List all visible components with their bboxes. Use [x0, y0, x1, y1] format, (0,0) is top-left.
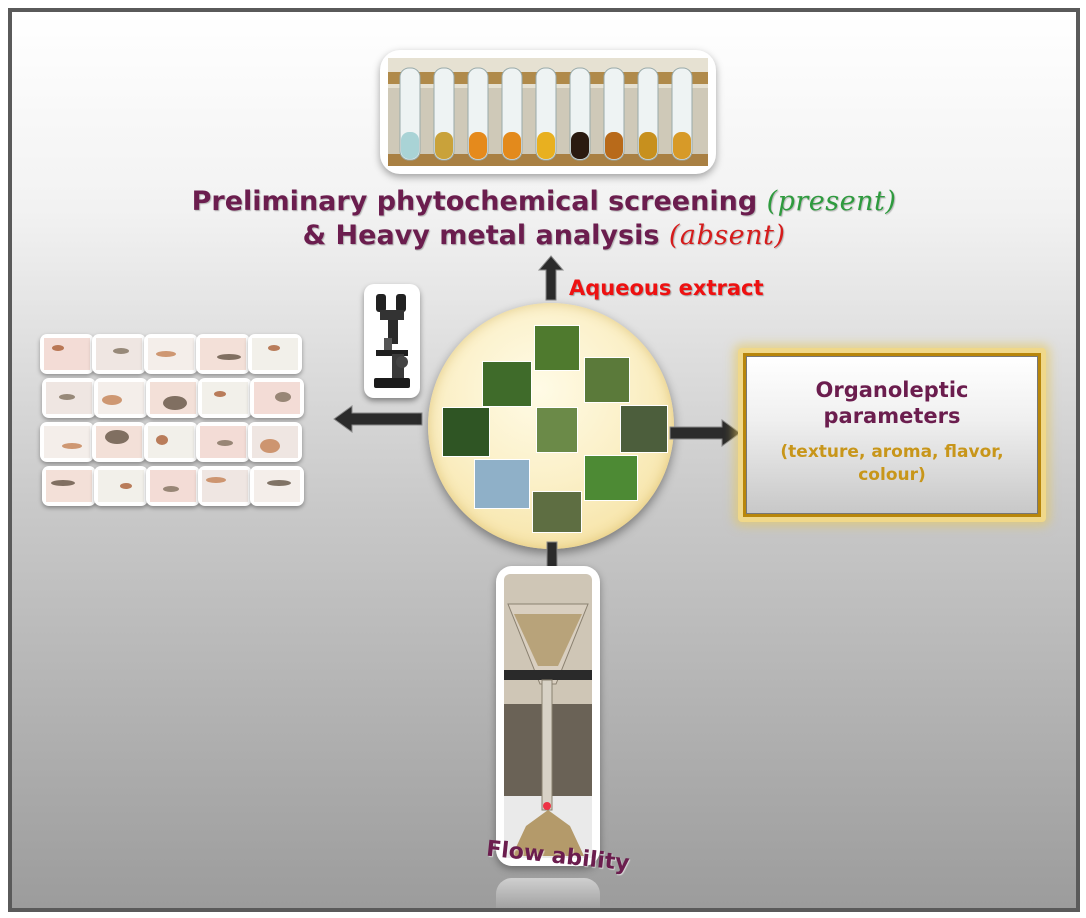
micrograph-tile: [198, 466, 252, 506]
absent-note: (absent): [668, 220, 786, 251]
organoleptic-subtitle: (texture, aroma, flavor, colour): [780, 442, 1004, 485]
micrograph-tile: [250, 466, 304, 506]
tube-liquid: [639, 132, 657, 159]
micrograph-tile: [248, 422, 302, 462]
plant-photo: [482, 361, 532, 407]
arrow-right-icon: [669, 419, 741, 447]
plant-photo: [620, 405, 668, 453]
micrograph-tile: [92, 422, 146, 462]
organoleptic-box: Organoleptic parameters (texture, aroma,…: [738, 348, 1046, 522]
plant-photo: [534, 325, 580, 371]
microscope-icon: [364, 284, 420, 398]
tube-liquid: [401, 132, 419, 159]
micrograph-tile: [144, 422, 198, 462]
aqueous-extract-label: Aqueous extract: [569, 276, 764, 300]
micrograph-tile: [144, 334, 198, 374]
micrograph-tile: [196, 422, 250, 462]
tube-liquid: [503, 132, 521, 159]
funnel-reflection: [496, 878, 600, 908]
micrograph-tile: [146, 378, 200, 418]
plant-photo: [536, 407, 578, 453]
organoleptic-title: Organoleptic parameters: [815, 378, 969, 428]
funnel-flow-photo: [496, 566, 600, 866]
heavy-metal-title: & Heavy metal analysis (absent): [302, 220, 786, 251]
tube-liquid: [435, 132, 453, 159]
arrow-left-icon: [333, 405, 423, 433]
present-note: (present): [766, 186, 897, 217]
micrograph-tile: [196, 334, 250, 374]
micrograph-tile: [94, 466, 148, 506]
tube-liquid: [469, 132, 487, 159]
micrograph-tile: [42, 378, 96, 418]
micrograph-tile: [40, 422, 94, 462]
micrograph-tile: [92, 334, 146, 374]
plant-photo: [532, 491, 582, 533]
plant-photo: [442, 407, 490, 457]
tube-liquid: [605, 132, 623, 159]
plant-photos-collage: [428, 303, 674, 549]
plant-photo: [584, 455, 638, 501]
micrograph-tile: [42, 466, 96, 506]
plant-photo: [584, 357, 630, 403]
micrograph-tile: [250, 378, 304, 418]
tube-liquid: [673, 132, 691, 159]
micrograph-tile: [198, 378, 252, 418]
test-tubes-photo: [380, 50, 716, 174]
phytochemical-title: Preliminary phytochemical screening (pre…: [191, 186, 897, 217]
micrograph-tile: [248, 334, 302, 374]
micrograph-tile: [40, 334, 94, 374]
micrograph-tile: [146, 466, 200, 506]
arrow-up-icon: [537, 255, 565, 301]
plant-photo: [474, 459, 530, 509]
tube-liquid: [571, 132, 589, 159]
diagram-frame: Preliminary phytochemical screening (pre…: [8, 8, 1080, 912]
tube-liquid: [537, 132, 555, 159]
micrograph-tile: [94, 378, 148, 418]
